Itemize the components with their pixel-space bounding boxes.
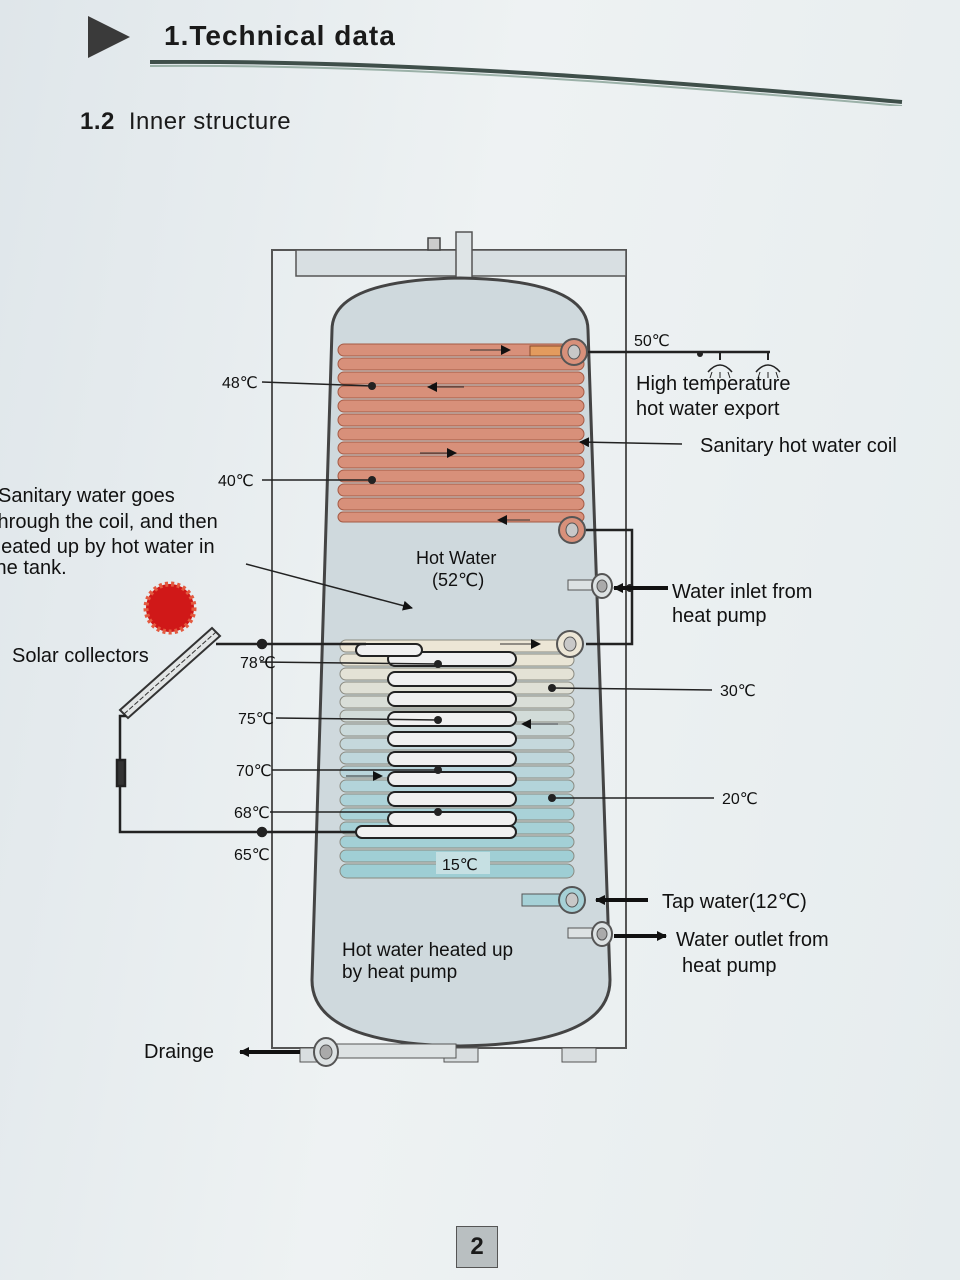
label-temp-70: 70℃	[236, 763, 272, 780]
tap-water-fitting	[521, 886, 648, 914]
solar-coil-flow-arrows	[346, 639, 558, 781]
sanitary-hot-water-coil	[337, 343, 585, 525]
heat-pump-inlet-fitting	[567, 573, 668, 599]
label-temp-15-box	[436, 852, 490, 874]
header-divider	[150, 60, 903, 106]
header-title: 1.Technical data	[164, 20, 396, 51]
section-number: 1.2	[80, 108, 115, 135]
label-outlet-line1: Water outlet from	[676, 929, 829, 951]
label-heated-line2: by heat pump	[342, 962, 457, 983]
section-title: 1.2 Inner structure	[80, 108, 291, 136]
solar-inner-helix	[355, 643, 517, 839]
shower-head-icon	[755, 352, 781, 379]
label-note-line3: heated up by hot water in	[0, 536, 215, 558]
label-temp-40: 40℃	[218, 473, 254, 490]
label-high-temp-line2: hot water export	[636, 398, 780, 420]
label-temp-68: 68℃	[234, 805, 270, 822]
label-inlet-line2: heat pump	[672, 605, 767, 627]
label-temp-75: 75℃	[238, 711, 274, 728]
hot-water-export-fitting	[560, 338, 770, 366]
label-temp-50: 50℃	[634, 333, 670, 350]
label-temp-30: 30℃	[720, 683, 756, 700]
label-temp-65: 65℃	[234, 847, 270, 864]
label-outlet-line2: heat pump	[682, 955, 777, 977]
label-inlet-line1: Water inlet from	[672, 581, 812, 603]
label-note-line2: through the coil, and then	[0, 511, 218, 533]
label-high-temp-line1: High temperature	[636, 373, 791, 395]
label-sanitary-coil: Sanitary hot water coil	[700, 435, 897, 457]
page-number: 2	[456, 1226, 498, 1268]
leader-lines	[245, 381, 714, 813]
label-heated-line1: Hot water heated up	[342, 940, 513, 961]
label-note-line4: the tank.	[0, 557, 67, 579]
heat-pump-outlet-fitting	[567, 921, 667, 947]
drainage-fitting	[239, 1037, 457, 1067]
solar-circuit-pipe	[115, 638, 366, 838]
inner-structure-diagram: 50℃ High temperature hot water export Sa…	[0, 231, 897, 1067]
shower-head-icon	[707, 352, 733, 379]
label-temp-48: 48℃	[222, 375, 258, 392]
label-solar-collectors: Solar collectors	[12, 645, 149, 667]
header-arrow-icon	[88, 16, 130, 58]
label-hot-water: Hot Water	[416, 548, 496, 568]
label-drainage: Drainge	[144, 1041, 214, 1063]
section-title-text: Inner structure	[128, 108, 292, 135]
sanitary-inlet-fitting	[558, 516, 586, 544]
label-temp-15: 15℃	[442, 857, 478, 874]
label-hot-water-temp: (52℃)	[432, 570, 484, 590]
label-note-line1: Sanitary water goes	[0, 485, 175, 507]
sun-icon	[143, 581, 197, 635]
solar-collector-panel	[118, 626, 222, 720]
label-temp-20: 20℃	[722, 791, 758, 808]
label-tap-water: Tap water(12℃)	[662, 891, 807, 913]
label-temp-78: 78℃	[240, 655, 276, 672]
solar-top-fitting	[556, 630, 584, 658]
